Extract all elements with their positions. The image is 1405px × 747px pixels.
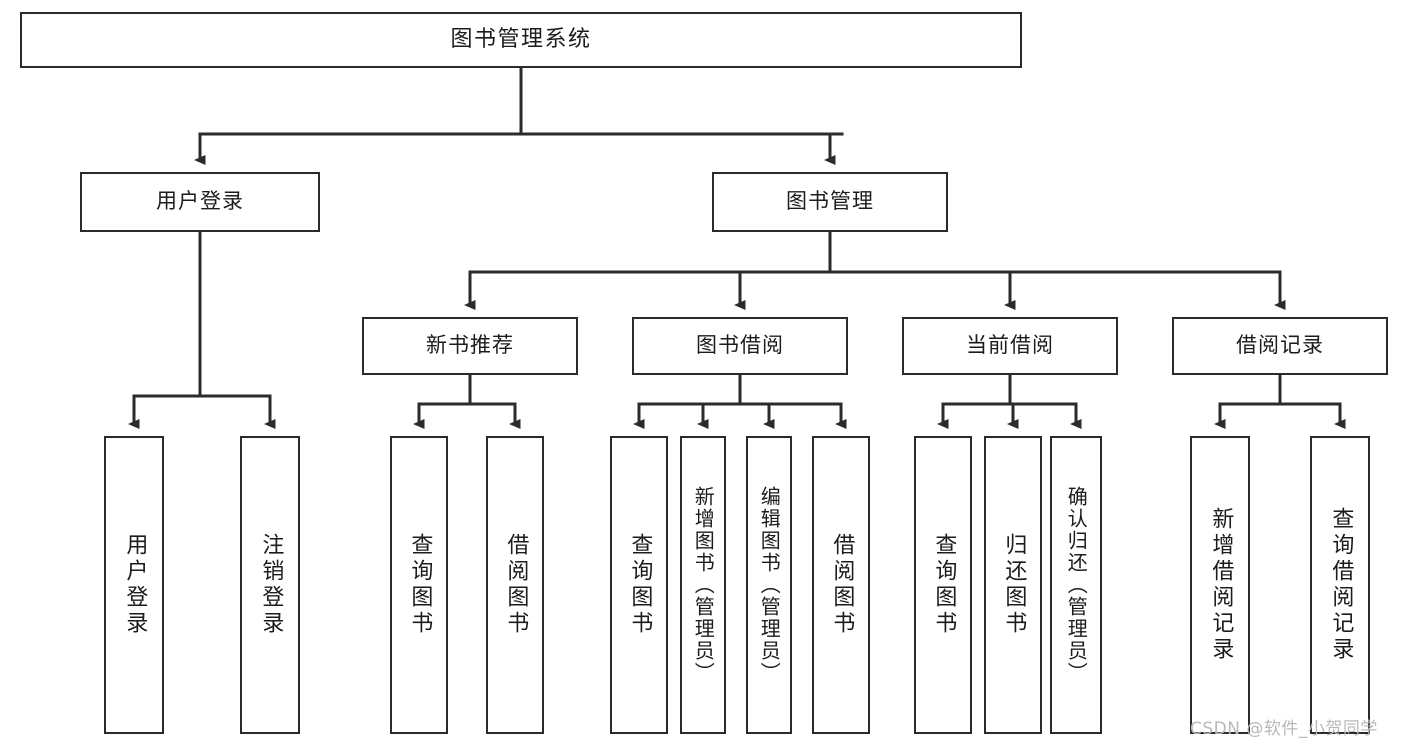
- node-leaf-return-book[interactable]: 归还图书: [984, 436, 1042, 734]
- node-leaf-query-record[interactable]: 查询借阅记录: [1310, 436, 1370, 734]
- node-leaf-borrow-book-1-label: 借阅图书: [503, 533, 529, 637]
- node-new-book-rec-label: 新书推荐: [426, 333, 514, 358]
- node-leaf-borrow-book-2-label: 借阅图书: [829, 533, 855, 637]
- node-leaf-user-login-label: 用户登录: [122, 533, 148, 637]
- node-leaf-query-record-label: 查询借阅记录: [1328, 507, 1354, 663]
- node-root-label: 图书管理系统: [450, 26, 592, 52]
- node-book-borrow[interactable]: 图书借阅: [632, 317, 848, 375]
- node-book-borrow-label: 图书借阅: [696, 333, 784, 358]
- node-current-borrow-label: 当前借阅: [966, 333, 1054, 358]
- node-leaf-user-login[interactable]: 用户登录: [104, 436, 164, 734]
- node-leaf-add-record[interactable]: 新增借阅记录: [1190, 436, 1250, 734]
- node-user-login-label: 用户登录: [156, 189, 244, 214]
- node-new-book-rec[interactable]: 新书推荐: [362, 317, 578, 375]
- node-leaf-query-book-3-label: 查询图书: [931, 533, 957, 637]
- node-leaf-confirm-return-label: 确认归还（管理员）: [1064, 486, 1089, 684]
- node-leaf-edit-book-label: 编辑图书（管理员）: [757, 486, 782, 684]
- node-book-manage[interactable]: 图书管理: [712, 172, 948, 232]
- node-borrow-record-label: 借阅记录: [1236, 333, 1324, 358]
- node-leaf-query-book-3[interactable]: 查询图书: [914, 436, 972, 734]
- node-leaf-query-book-2-label: 查询图书: [627, 533, 653, 637]
- node-leaf-edit-book[interactable]: 编辑图书（管理员）: [746, 436, 792, 734]
- node-leaf-add-record-label: 新增借阅记录: [1208, 507, 1234, 663]
- node-leaf-query-book-2[interactable]: 查询图书: [610, 436, 668, 734]
- node-leaf-query-book-1[interactable]: 查询图书: [390, 436, 448, 734]
- node-leaf-add-book[interactable]: 新增图书（管理员）: [680, 436, 726, 734]
- node-current-borrow[interactable]: 当前借阅: [902, 317, 1118, 375]
- node-leaf-add-book-label: 新增图书（管理员）: [691, 486, 716, 684]
- node-root[interactable]: 图书管理系统: [20, 12, 1022, 68]
- watermark: CSDN @软件_小贺同学: [1190, 719, 1378, 739]
- node-leaf-return-book-label: 归还图书: [1001, 533, 1027, 637]
- node-leaf-confirm-return[interactable]: 确认归还（管理员）: [1050, 436, 1102, 734]
- node-user-login[interactable]: 用户登录: [80, 172, 320, 232]
- node-borrow-record[interactable]: 借阅记录: [1172, 317, 1388, 375]
- node-leaf-borrow-book-1[interactable]: 借阅图书: [486, 436, 544, 734]
- node-leaf-user-logout-label: 注销登录: [258, 533, 284, 637]
- node-leaf-borrow-book-2[interactable]: 借阅图书: [812, 436, 870, 734]
- node-leaf-query-book-1-label: 查询图书: [407, 533, 433, 637]
- node-book-manage-label: 图书管理: [786, 189, 874, 214]
- node-leaf-user-logout[interactable]: 注销登录: [240, 436, 300, 734]
